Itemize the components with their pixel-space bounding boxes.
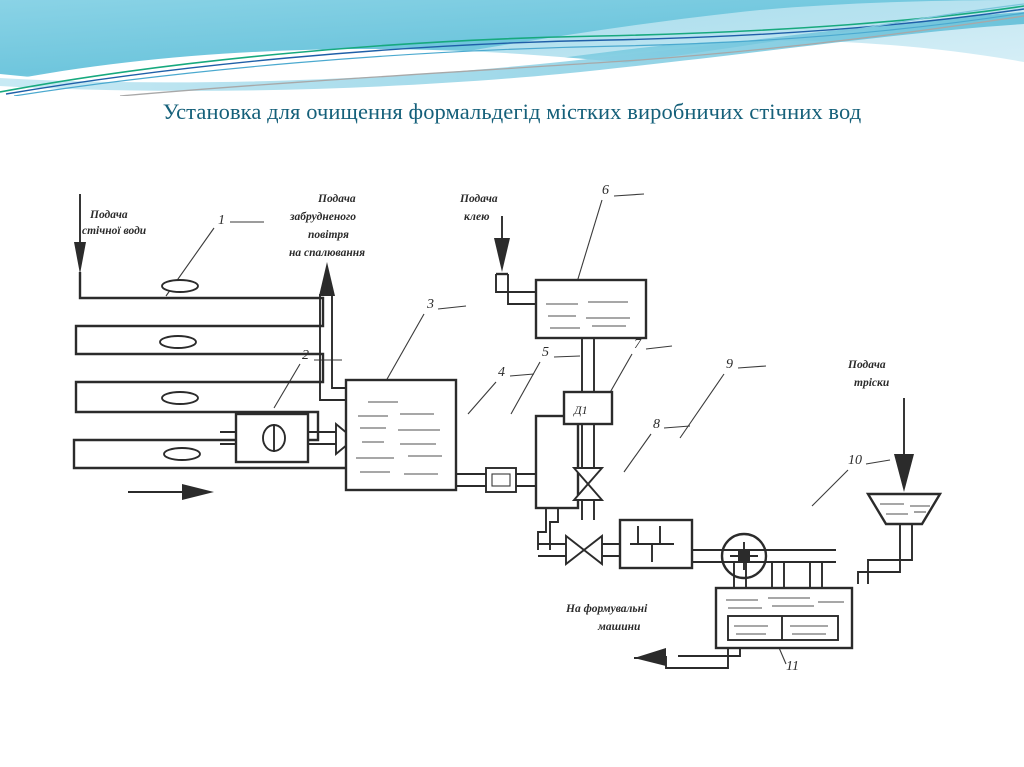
- dosing-box: [562, 390, 614, 426]
- label-line: стічної води: [82, 225, 147, 237]
- label-polluted-air-to-burning: Подача забрудненого повітря на спалюванн…: [289, 193, 365, 259]
- callout-number-3: 3: [426, 297, 434, 312]
- label-line: На формувальні: [565, 603, 648, 615]
- arrow-chips-in: [894, 454, 914, 492]
- label-line: Подача: [847, 359, 886, 371]
- banner-upper-thin-line: [839, 3, 1024, 33]
- banner-green-line: [0, 5, 1024, 93]
- equipment-glue-tank: [494, 216, 648, 392]
- callout-number-10: 10: [848, 453, 862, 468]
- arrow-to-forming: [634, 648, 666, 666]
- arrow-inflow: [74, 242, 86, 274]
- coil-element: [161, 279, 199, 293]
- equipment-filter-pump: [220, 412, 336, 464]
- equipment-chips-hopper: [857, 398, 943, 584]
- callout-number-11: 11: [786, 659, 799, 674]
- callout-number-8: 8: [653, 417, 660, 432]
- label-line: Подача: [317, 193, 356, 205]
- coil-element: [161, 391, 199, 405]
- label-inflow-wastewater: Подача стічної води: [82, 209, 147, 237]
- glue-tank-liquid-hatching: [546, 301, 630, 329]
- equipment-mixer: [618, 518, 724, 570]
- banner-grey-line: [119, 15, 1024, 96]
- dosing-box-symbol: Д1: [573, 403, 588, 417]
- glue-tank-body: [534, 278, 648, 340]
- label-line: Подача: [459, 193, 498, 205]
- equipment-flow-meter: [485, 467, 538, 493]
- meter-body: [485, 467, 517, 493]
- label-line: повітря: [308, 229, 349, 241]
- coil-element: [159, 335, 197, 349]
- label-to-forming-machines: На формувальні машини: [565, 603, 648, 633]
- callout-number-9: 9: [726, 357, 733, 372]
- callout-number-1: 1: [218, 213, 225, 228]
- arrow-glue-in: [494, 238, 510, 272]
- callout-number-6: 6: [602, 183, 609, 198]
- callout-number-5: 5: [542, 345, 549, 360]
- pump-body: [234, 412, 310, 464]
- banner-lightblue-line: [13, 12, 1024, 96]
- label-line: машини: [597, 621, 641, 633]
- equipment-dosing-vessel: [534, 414, 580, 550]
- decorative-wave-banner: [0, 0, 1024, 96]
- banner-blue-line: [5, 8, 1024, 95]
- callout-number-4: 4: [498, 365, 505, 380]
- coil-element: [163, 447, 201, 461]
- tank-body: [344, 378, 458, 492]
- arrow-flow-right: [182, 484, 214, 500]
- reactor-contents-hatching: [726, 597, 844, 635]
- valve-dosing-to-mixer: [571, 467, 605, 520]
- label-chips-feed: Подача тріски: [847, 359, 890, 389]
- process-diagram: Подача стічної води Подача забрудненого …: [68, 176, 968, 688]
- equipment-gluing-drum: [634, 549, 854, 669]
- callout-number-2: 2: [302, 348, 309, 363]
- label-line: Подача: [89, 209, 128, 221]
- equipment-circulation-pump: [720, 532, 828, 580]
- equipment-dosing-unit: Д1: [562, 390, 614, 468]
- equipment-cooling-coil-serpentine: [72, 194, 348, 500]
- equipment-stripping-column-tank: [319, 262, 458, 492]
- pipe-tank3-outlet: [456, 473, 486, 487]
- label-line: клею: [464, 211, 489, 223]
- tank-liquid-hatching: [356, 401, 442, 475]
- hopper-body: [865, 492, 943, 526]
- vessel-body: [534, 414, 580, 510]
- label-glue-feed: Подача клею: [459, 193, 498, 223]
- label-line: тріски: [854, 377, 890, 389]
- pipe-pump-to-reactor: [828, 549, 836, 563]
- label-line: на спалювання: [289, 247, 365, 259]
- page-title: Установка для очищення формальдегід міст…: [162, 99, 862, 124]
- callout-number-7: 7: [634, 337, 642, 352]
- hopper-chips-hatching: [880, 503, 930, 515]
- label-line: забрудненого: [289, 211, 356, 223]
- valve-vessel-to-mixer: [538, 534, 620, 566]
